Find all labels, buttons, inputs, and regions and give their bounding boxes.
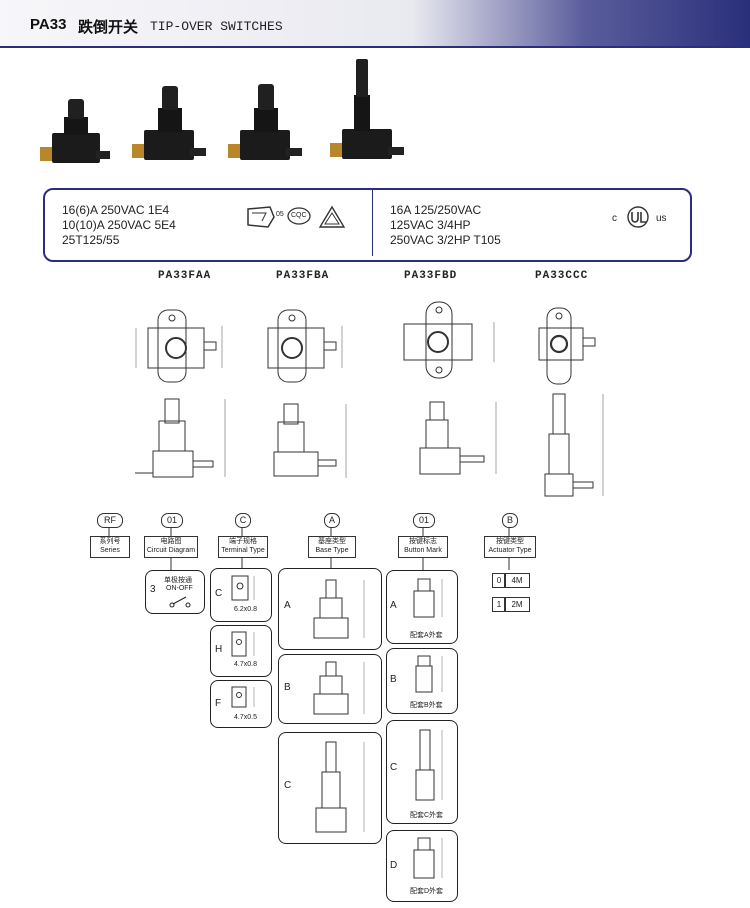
- button-caption-b: 配套B外套: [410, 702, 443, 709]
- ul-logo-icon: [627, 206, 649, 228]
- actuator-num-1: 1: [492, 597, 506, 612]
- button-caption-c: 配套C外套: [410, 812, 444, 819]
- spec-right-line-1: 16A 125/250VAC: [390, 203, 482, 217]
- circuit-text: ON-OFF: [166, 585, 193, 592]
- button-letter-a: A: [390, 600, 397, 611]
- spec-right-line-2: 125VAC 3/4HP: [390, 218, 471, 232]
- terminal-option-c: [210, 568, 272, 622]
- product-photo-3: [228, 84, 302, 160]
- terminal-size-h: 4.7x0.8: [234, 661, 257, 668]
- terminal-c-drawing: [231, 575, 255, 601]
- spec-left-line-1: 16(6)A 250VAC 1E4: [62, 203, 170, 217]
- button-d-drawing: [413, 837, 443, 879]
- header-underline: [0, 46, 750, 48]
- product-photo-4: [330, 59, 404, 159]
- code-terminal: C: [235, 513, 251, 528]
- button-a-drawing: [413, 578, 443, 618]
- side-view-drawing-fbd: [419, 401, 497, 475]
- model-label-2: PA33FBA: [276, 270, 330, 282]
- cert-05-label: 05: [276, 211, 284, 218]
- model-label-4: PA33CCC: [535, 270, 589, 282]
- button-letter-d: D: [390, 860, 398, 871]
- spec-left-line-2: 10(10)A 250VAC 5E4: [62, 218, 176, 232]
- button-caption-d: 配套D外套: [410, 888, 444, 895]
- model-label-3: PA33FBD: [404, 270, 458, 282]
- terminal-h-drawing: [231, 631, 255, 657]
- page-title-en: TIP-OVER SWITCHES: [150, 19, 283, 34]
- code-button-mark: 01: [413, 513, 435, 528]
- terminal-letter-c: C: [215, 588, 223, 599]
- top-view-drawing-faa: [135, 309, 223, 383]
- base-a-drawing: [313, 579, 365, 639]
- base-letter-a: A: [284, 600, 291, 611]
- button-b-drawing: [415, 655, 443, 693]
- ul-c-label: c: [612, 213, 617, 224]
- top-view-drawing-ccc: [538, 307, 596, 385]
- switch-symbol-icon: [169, 596, 191, 608]
- terminal-option-h: [210, 625, 272, 677]
- base-c-drawing: [315, 741, 365, 833]
- side-view-drawing-fba: [273, 403, 347, 478]
- product-photo-1: [40, 99, 110, 163]
- page-title-cn: 跌倒开关: [78, 19, 139, 36]
- button-letter-b: B: [390, 674, 397, 685]
- code-actuator: B: [502, 513, 518, 528]
- base-option-b: [278, 654, 382, 724]
- code-base: A: [324, 513, 340, 528]
- top-view-drawing-fbd: [403, 301, 495, 379]
- code-circuit: 01: [161, 513, 183, 528]
- header-bar: [0, 0, 750, 46]
- base-letter-b: B: [284, 682, 291, 693]
- certification-logos: [247, 205, 346, 228]
- button-option-c: [386, 720, 458, 824]
- base-option-a: [278, 568, 382, 650]
- model-label-1: PA33FAA: [158, 270, 212, 282]
- terminal-option-f: [210, 680, 272, 728]
- terminal-size-c: 6.2x0.8: [234, 606, 257, 613]
- circuit-option: [145, 570, 205, 614]
- actuator-val-2m: 2M: [504, 597, 530, 612]
- terminal-size-f: 4.7x0.5: [234, 714, 257, 721]
- base-b-drawing: [313, 661, 365, 715]
- top-view-drawing-fba: [267, 309, 343, 383]
- base-option-c: [278, 732, 382, 844]
- cqc-label: CQC: [291, 212, 307, 219]
- button-letter-c: C: [390, 762, 398, 773]
- actuator-val-4m: 4M: [504, 573, 530, 588]
- button-c-drawing: [415, 729, 443, 801]
- side-view-drawing-faa: [135, 398, 226, 478]
- circuit-cn: 单极按通: [164, 577, 192, 584]
- spec-right-line-3: 250VAC 3/2HP T105: [390, 233, 501, 247]
- terminal-letter-h: H: [215, 644, 223, 655]
- button-option-d: [386, 830, 458, 902]
- actuator-num-0: 0: [492, 573, 506, 588]
- button-caption-a: 配套A外套: [410, 632, 443, 639]
- rating-spec-box: [43, 188, 692, 262]
- ul-us-label: us: [656, 213, 667, 224]
- spec-left-line-3: 25T125/55: [62, 233, 120, 247]
- code-series: RF: [97, 513, 123, 528]
- terminal-letter-f: F: [215, 698, 222, 709]
- terminal-f-drawing: [231, 686, 255, 708]
- button-option-b: [386, 648, 458, 714]
- side-view-drawing-ccc: [544, 393, 604, 497]
- button-option-a: [386, 570, 458, 644]
- product-photo-2: [132, 86, 206, 160]
- spec-divider: [372, 190, 373, 256]
- page-model: PA33: [30, 16, 67, 33]
- base-letter-c: C: [284, 780, 292, 791]
- circuit-number: 3: [150, 584, 156, 595]
